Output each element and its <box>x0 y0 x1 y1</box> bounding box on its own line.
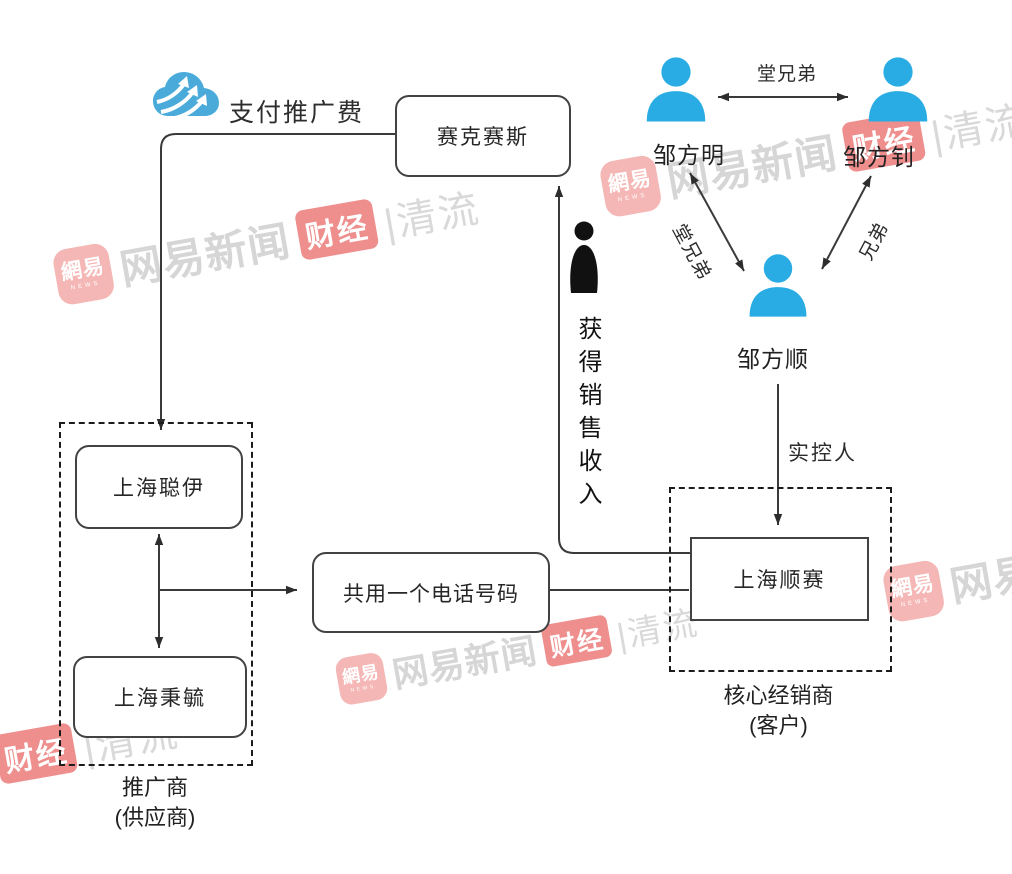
edge-sales-income-line <box>554 186 690 554</box>
person-icon-fangming <box>646 57 706 122</box>
relation-cousins-top: 堂兄弟 <box>757 64 818 85</box>
distributor-caption-line2: (客户) <box>749 712 808 738</box>
node-shanghai-bingyu: 上海秉毓 <box>73 656 247 738</box>
controller-label: 实控人 <box>788 442 857 465</box>
promoter-group-caption: 推广商 (供应商) <box>60 773 250 832</box>
promoter-caption-line1: 推广商 <box>121 775 188 800</box>
relation-cousins-left-text: 堂兄弟 <box>667 221 715 284</box>
distributor-group-caption: 核心经销商 (客户) <box>669 681 888 740</box>
node-shared-phone: 共用一个电话号码 <box>312 552 550 633</box>
sales-income-label: 获得销售收入 <box>574 316 601 514</box>
promoter-caption-line2: (供应商) <box>114 804 196 830</box>
relation-brothers-right-text: 兄弟 <box>856 218 894 265</box>
cloud-growth-icon <box>153 72 219 120</box>
person-icon-black <box>570 221 598 293</box>
label-zou-fangshun: 邹方顺 <box>737 346 809 372</box>
label-zou-fangming: 邹方明 <box>653 142 725 168</box>
node-saikesaisi: 赛克赛斯 <box>395 95 571 177</box>
relation-cousins-left: 堂兄弟 <box>663 221 723 284</box>
relation-brothers-right: 兄弟 <box>853 219 893 264</box>
label-zou-fangzhao: 邹方钊 <box>843 144 915 170</box>
person-icon-fangzhao <box>868 57 928 122</box>
distributor-caption-line1: 核心经销商 <box>723 683 834 708</box>
promoter-group-frame <box>59 422 253 766</box>
node-shanghai-shunsai: 上海顺赛 <box>690 537 869 621</box>
edge-brothers-right-line <box>821 175 872 270</box>
person-icon-fangshun <box>749 254 807 317</box>
edge-cousins-left-line <box>689 172 745 272</box>
pay-fee-label: 支付推广费 <box>229 99 365 127</box>
node-shanghai-congyi: 上海聪伊 <box>75 445 243 529</box>
edge-pay-fee-line <box>156 133 395 430</box>
